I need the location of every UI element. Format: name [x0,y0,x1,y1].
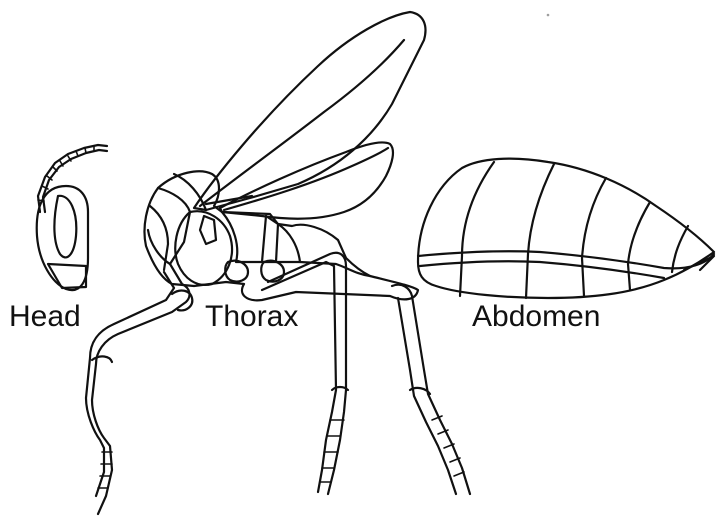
hind-leg [392,285,470,494]
abdomen-segment-1 [460,162,494,296]
head-drawing [37,145,107,290]
abdomen-segment-3 [582,178,606,296]
abdomen-segment-4 [628,202,650,290]
abdomen-outline [418,159,714,298]
abdomen-drawing [418,159,714,298]
thorax-pronotum [148,188,190,264]
front-leg-knee [92,356,112,362]
thorax-mesopleuron [175,211,232,285]
thorax-label: Thorax [205,302,298,332]
thorax-small-plate-1 [200,216,216,244]
thorax-coxa-mid [261,261,284,282]
thorax-propodeum [276,224,300,262]
head-eye [54,196,76,258]
hind-leg-inner [398,298,456,494]
fore-wing [194,12,425,210]
front-leg-femur-end [172,291,192,311]
speck [547,14,549,16]
head-label: Head [9,302,81,332]
head-antenna-inner [43,150,107,212]
thorax-plate-mid [222,212,266,262]
front-leg-inner [86,272,174,496]
head-mandible [48,264,86,288]
thorax-drawing [86,12,470,514]
abdomen-label: Abdomen [472,302,600,332]
hind-wing-vein [224,148,388,210]
abdomen-tip [684,256,714,270]
head-antenna [38,145,107,212]
abdomen-segment-5 [672,226,688,272]
abdomen-segment-2 [526,164,554,298]
